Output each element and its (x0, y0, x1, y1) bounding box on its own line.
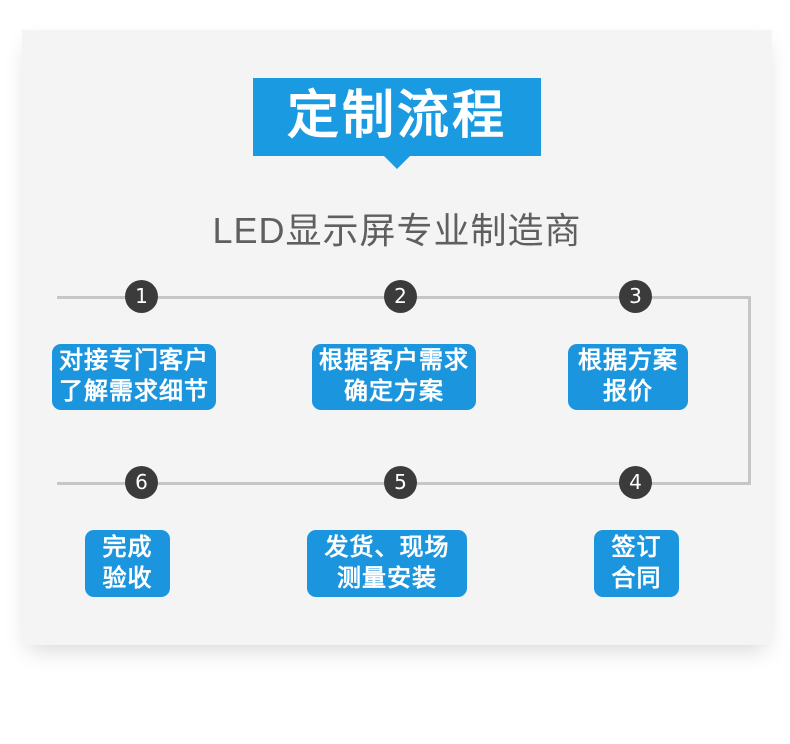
step-box-3-line1: 根据方案 (578, 347, 678, 375)
subtitle: LED显示屏专业制造商 (212, 210, 582, 251)
banner-tail-triangle (382, 155, 411, 170)
step-box-4[interactable]: 签订 合同 (594, 530, 679, 597)
step-box-1-line2: 了解需求细节 (59, 378, 209, 405)
step-number-1: 1 (125, 280, 158, 313)
step-number-5: 5 (384, 466, 417, 499)
step-number-2: 2 (384, 280, 417, 313)
step-box-1-line1: 对接专门客户 (59, 347, 209, 375)
step-box-2-line2: 确定方案 (344, 378, 444, 405)
step-box-5-line2: 测量安装 (337, 564, 437, 592)
step-box-4-line2: 合同 (611, 564, 662, 592)
step-box-6-line2: 验收 (102, 564, 153, 592)
step-box-5-line1: 发货、现场 (324, 533, 450, 561)
step-box-2-line1: 根据客户需求 (319, 347, 469, 375)
step-box-2[interactable]: 根据客户需求 确定方案 (312, 344, 476, 410)
flow-line-connector-vertical (748, 296, 751, 485)
step-box-3[interactable]: 根据方案 报价 (568, 344, 688, 410)
content-panel: 定制流程 LED显示屏专业制造商 1 2 3 对接专门客户 了解需求细节 根据客… (22, 30, 772, 645)
banner-container: 定制流程 (22, 78, 772, 170)
step-box-4-line1: 签订 (611, 533, 662, 561)
step-box-1[interactable]: 对接专门客户 了解需求细节 (52, 344, 216, 410)
step-box-6-line1: 完成 (102, 533, 153, 561)
step-box-6[interactable]: 完成 验收 (85, 530, 170, 597)
step-number-3: 3 (619, 280, 652, 313)
page-title: 定制流程 (286, 87, 507, 145)
step-number-4: 4 (619, 466, 652, 499)
step-box-3-line2: 报价 (603, 378, 653, 405)
step-box-5[interactable]: 发货、现场 测量安装 (307, 530, 467, 597)
title-banner: 定制流程 (252, 78, 541, 170)
step-number-6: 6 (125, 466, 158, 499)
